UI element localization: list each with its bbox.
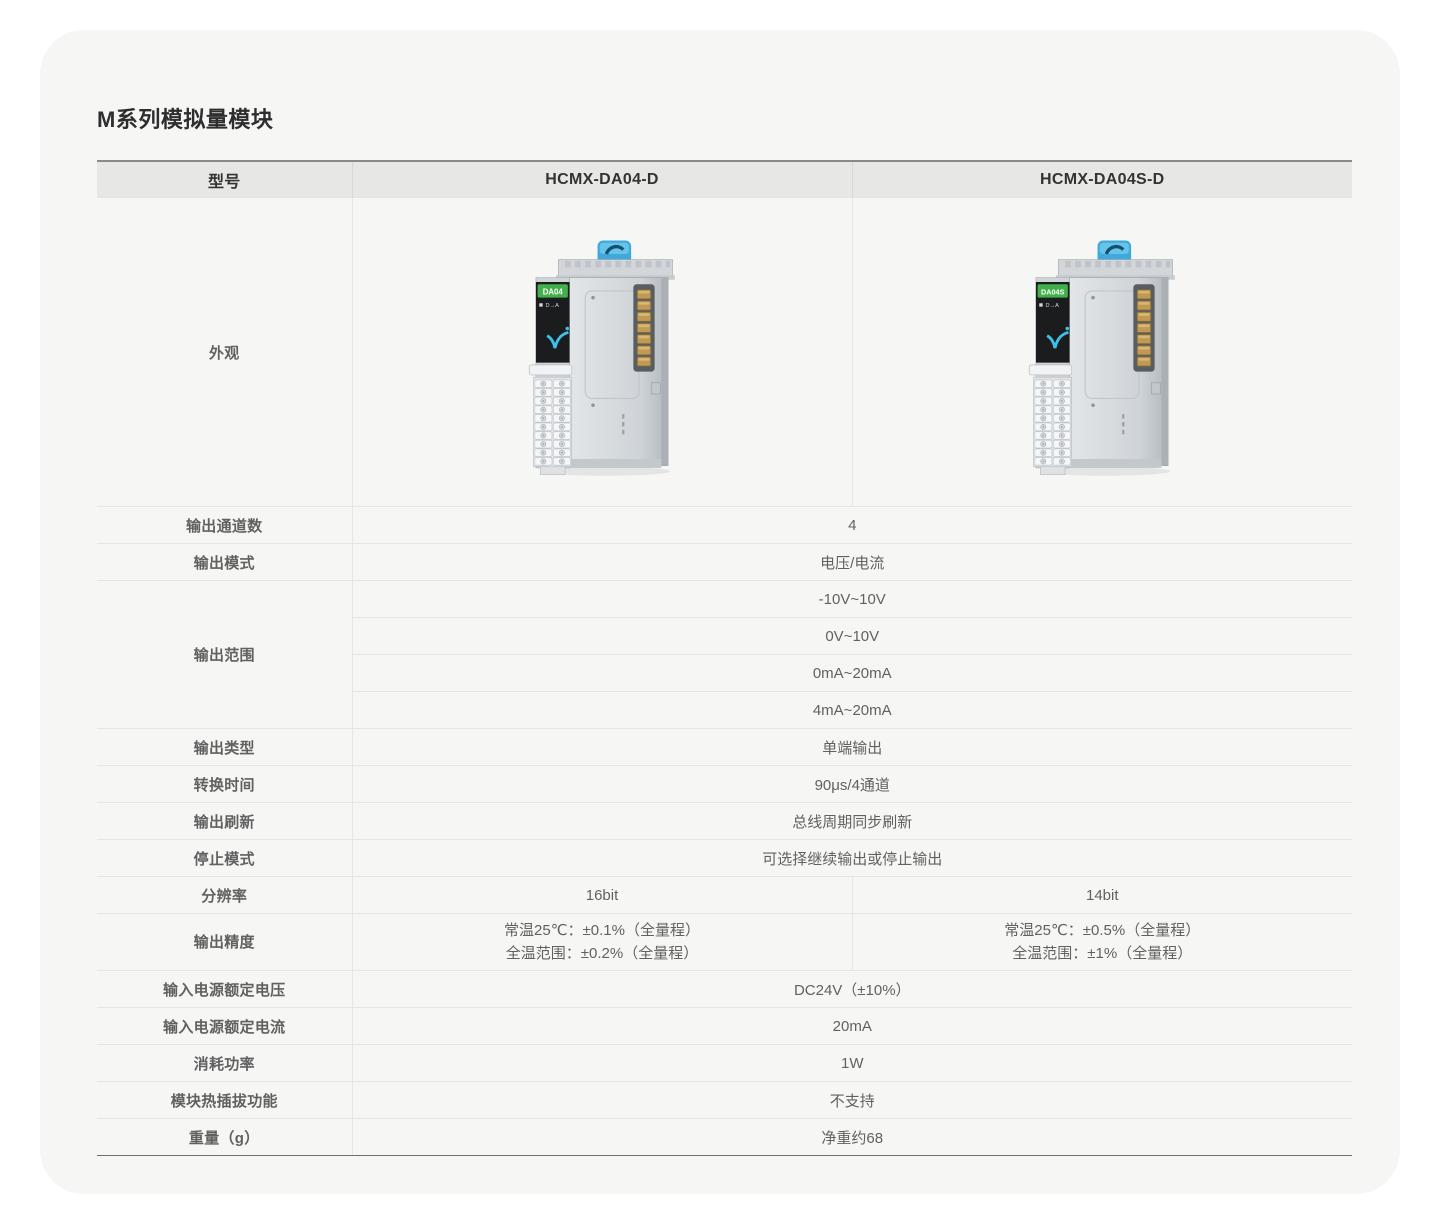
accuracy-product2-line1: 常温25℃：±0.5%（全量程） xyxy=(1004,922,1201,939)
module-shadow xyxy=(1040,466,1171,476)
bus-contacts-gold-pins xyxy=(633,284,655,372)
col-header-model: 型号 xyxy=(97,160,352,198)
row-label-output-mode: 输出模式 xyxy=(97,543,353,581)
row-conversion-time: 转换时间 90μs/4通道 xyxy=(97,765,1352,803)
value-output-mode: 电压/电流 xyxy=(352,543,1352,581)
value-hot-swap: 不支持 xyxy=(352,1081,1352,1119)
value-rated-current: 20mA xyxy=(352,1007,1352,1045)
row-hot-swap: 模块热插拔功能 不支持 xyxy=(97,1081,1352,1119)
row-weight: 重量（g） 净重约68 xyxy=(97,1118,1352,1156)
row-label-rated-voltage: 输入电源额定电压 xyxy=(97,970,353,1008)
panel-mini-icon xyxy=(539,303,543,307)
value-weight: 净重约68 xyxy=(352,1118,1352,1156)
terminal-grid xyxy=(1034,379,1072,466)
row-label-output-channels: 输出通道数 xyxy=(97,506,353,544)
row-label-appearance: 外观 xyxy=(97,197,353,507)
row-label-hot-swap: 模块热插拔功能 xyxy=(97,1081,353,1119)
bus-contacts-gold-pins xyxy=(1133,284,1155,372)
row-resolution: 分辨率 16bit 14bit xyxy=(97,876,1352,914)
row-output-range-4: 4mA~20mA xyxy=(97,691,1352,729)
value-stop-mode: 可选择继续输出或停止输出 xyxy=(352,839,1352,877)
row-label-power-consumption: 消耗功率 xyxy=(97,1044,353,1082)
row-output-channels: 输出通道数 4 xyxy=(97,506,1352,544)
model-tag-green xyxy=(537,284,568,298)
row-label-stop-mode: 停止模式 xyxy=(97,839,353,877)
row-output-range-3: 0mA~20mA xyxy=(97,654,1352,692)
header-row: 型号 HCMX-DA04-D HCMX-DA04S-D xyxy=(97,160,1352,198)
module-photo-hcmx-da04s-d: DA04S D→A xyxy=(1029,240,1176,476)
brand-logo-icon xyxy=(1046,326,1070,349)
accuracy-product1-line1: 常温25℃：±0.1%（全量程） xyxy=(504,922,700,939)
appearance-cell-product1: DA04 D→A xyxy=(352,197,852,507)
value-resolution-product1: 16bit xyxy=(352,876,852,914)
module-front-strip: DA04 D→A xyxy=(528,277,573,475)
row-output-accuracy: 输出精度 常温25℃：±0.1%（全量程） 全温范围：±0.2%（全量程） 常温… xyxy=(97,913,1352,971)
value-output-range-3: 0mA~20mA xyxy=(352,654,1352,692)
spec-table: 型号 HCMX-DA04-D HCMX-DA04S-D 外观 xyxy=(97,160,1352,1156)
model-tag-text: DA04S xyxy=(1041,287,1065,296)
row-label-output-accuracy: 输出精度 xyxy=(97,913,353,971)
accuracy-product1-line2: 全温范围：±0.2%（全量程） xyxy=(505,945,699,962)
row-label-output-range: 输出范围 xyxy=(97,580,353,729)
appearance-cell-product2: DA04S D→A xyxy=(851,197,1352,507)
release-latch xyxy=(528,364,573,376)
panel-mini-text: D→A xyxy=(1046,303,1060,309)
row-stop-mode: 停止模式 可选择继续输出或停止输出 xyxy=(97,839,1352,877)
panel-mini-icon xyxy=(1039,303,1043,307)
row-output-range-2: 0V~10V xyxy=(97,617,1352,655)
accuracy-product2-line2: 全温范围：±1%（全量程） xyxy=(1012,945,1193,962)
row-label-weight: 重量（g） xyxy=(97,1118,353,1156)
row-output-refresh: 输出刷新 总线周期同步刷新 xyxy=(97,802,1352,840)
value-output-refresh: 总线周期同步刷新 xyxy=(352,802,1352,840)
row-label-resolution: 分辨率 xyxy=(97,876,353,914)
row-output-range-1: 输出范围 -10V~10V xyxy=(97,580,1352,729)
value-power-consumption: 1W xyxy=(352,1044,1352,1082)
module-top-cap xyxy=(1056,259,1176,280)
row-label-rated-current: 输入电源额定电流 xyxy=(97,1007,353,1045)
page-card: M系列模拟量模块 型号 HCMX-DA04-D HCMX-DA04S-D 外观 xyxy=(40,30,1400,1194)
value-output-range-4: 4mA~20mA xyxy=(352,691,1352,729)
panel-mini-text: D→A xyxy=(545,303,559,309)
value-output-channels: 4 xyxy=(352,506,1352,544)
brand-logo-icon xyxy=(546,326,570,349)
page-title: M系列模拟量模块 xyxy=(97,107,274,132)
col-header-product2: HCMX-DA04S-D xyxy=(851,160,1352,198)
module-top-cap xyxy=(556,259,675,280)
row-output-mode: 输出模式 电压/电流 xyxy=(97,543,1352,581)
value-output-range-1: -10V~10V xyxy=(352,580,1352,618)
value-conversion-time: 90μs/4通道 xyxy=(352,765,1352,803)
row-rated-voltage: 输入电源额定电压 DC24V（±10%） xyxy=(97,970,1352,1008)
content-area: M系列模拟量模块 型号 HCMX-DA04-D HCMX-DA04S-D 外观 xyxy=(40,30,1400,1156)
value-accuracy-product2: 常温25℃：±0.5%（全量程） 全温范围：±1%（全量程） xyxy=(851,913,1352,971)
row-output-type: 输出类型 单端输出 xyxy=(97,728,1352,766)
value-output-range-2: 0V~10V xyxy=(352,617,1352,655)
row-power-consumption: 消耗功率 1W xyxy=(97,1044,1352,1082)
row-label-conversion-time: 转换时间 xyxy=(97,765,353,803)
module-front-strip: DA04S D→A xyxy=(1029,277,1073,475)
value-output-type: 单端输出 xyxy=(352,728,1352,766)
row-label-output-refresh: 输出刷新 xyxy=(97,802,353,840)
terminal-grid xyxy=(534,379,572,466)
row-rated-current: 输入电源额定电流 20mA xyxy=(97,1007,1352,1045)
model-tag-green xyxy=(1037,284,1069,298)
row-appearance: 外观 xyxy=(97,197,1352,507)
col-header-product1: HCMX-DA04-D xyxy=(351,160,852,198)
module-shadow xyxy=(540,466,671,476)
value-accuracy-product1: 常温25℃：±0.1%（全量程） 全温范围：±0.2%（全量程） xyxy=(352,913,852,971)
value-resolution-product2: 14bit xyxy=(851,876,1352,914)
row-label-output-type: 输出类型 xyxy=(97,728,353,766)
module-photo-hcmx-da04-d: DA04 D→A xyxy=(528,240,675,476)
release-latch xyxy=(1029,364,1073,376)
model-tag-text: DA04 xyxy=(543,287,564,296)
value-rated-voltage: DC24V（±10%） xyxy=(352,970,1352,1008)
